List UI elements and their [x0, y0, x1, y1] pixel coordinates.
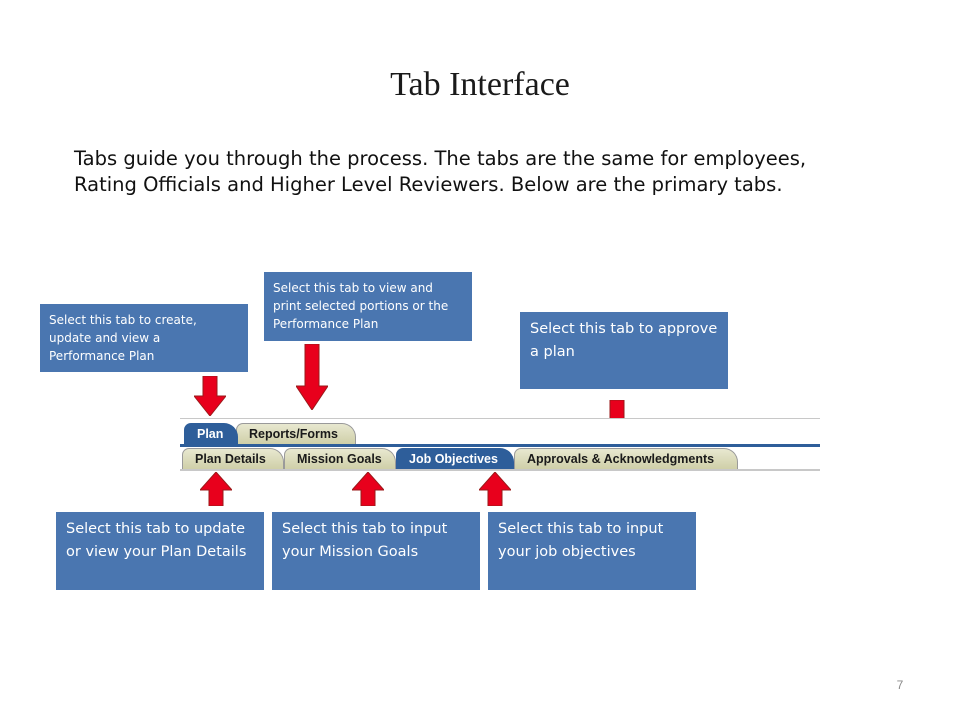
- page-number: 7: [896, 678, 904, 692]
- tab-plan-details[interactable]: Plan Details: [182, 448, 284, 469]
- tab-approvals-acknowledgments[interactable]: Approvals & Acknowledgments: [514, 448, 738, 469]
- intro-text: Tabs guide you through the process. The …: [74, 146, 914, 198]
- callout-approvals-tab: Select this tab to approve a plan: [520, 312, 728, 389]
- callout-mission-goals-tab: Select this tab to input your Mission Go…: [272, 512, 480, 590]
- callout-job-objectives-tab: Select this tab to input your job object…: [488, 512, 696, 590]
- callout-reports-tab: Select this tab to view and print select…: [264, 272, 472, 341]
- arrow-up-icon: [479, 472, 511, 506]
- slide-title: Tab Interface: [390, 66, 570, 103]
- arrow-down-icon: [296, 344, 328, 410]
- intro-line-2: Rating Officials and Higher Level Review…: [74, 173, 783, 196]
- arrow-up-icon: [352, 472, 384, 506]
- tab-row-bottom-line: [180, 469, 820, 471]
- tab-job-objectives[interactable]: Job Objectives: [396, 448, 514, 469]
- callout-plan-details-tab: Select this tab to update or view your P…: [56, 512, 264, 590]
- tab-row-divider: [180, 444, 820, 447]
- arrow-down-icon: [194, 376, 226, 416]
- callout-plan-tab: Select this tab to create, update and vi…: [40, 304, 248, 372]
- tab-mission-goals[interactable]: Mission Goals: [284, 448, 396, 469]
- tab-plan[interactable]: Plan: [184, 423, 238, 445]
- arrow-up-icon: [200, 472, 232, 506]
- tab-reports-forms[interactable]: Reports/Forms: [236, 423, 356, 444]
- tab-bar: Reports/Forms Plan Plan Details Mission …: [180, 418, 820, 472]
- intro-line-1: Tabs guide you through the process. The …: [74, 147, 807, 170]
